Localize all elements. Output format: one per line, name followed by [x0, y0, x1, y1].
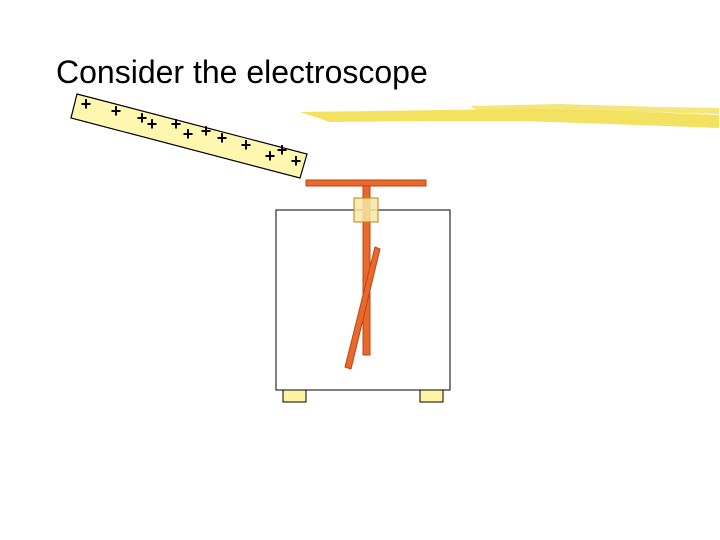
conductor-top-bar [305, 179, 427, 187]
charge-plus-3: + [147, 114, 158, 134]
deflected-leaf [344, 246, 381, 370]
title-highlight-stroke [300, 109, 719, 128]
case-foot-left [282, 389, 307, 403]
charge-plus-10: + [277, 140, 288, 160]
title-highlight-stroke-2 [470, 104, 719, 114]
charge-plus-4: + [171, 114, 182, 134]
case-foot-right [419, 389, 444, 403]
slide-title: Consider the electroscope [56, 54, 428, 90]
charge-plus-2: + [137, 108, 148, 128]
charge-plus-1: + [111, 101, 122, 121]
charge-plus-8: + [241, 135, 252, 155]
charge-plus-11: + [291, 151, 302, 171]
charge-plus-9: + [265, 146, 276, 166]
insulator-plug [353, 197, 379, 223]
charge-plus-6: + [201, 121, 212, 141]
charged-rod [70, 93, 308, 179]
charge-plus-5: + [183, 124, 194, 144]
charge-plus-0: + [81, 94, 92, 114]
charge-plus-7: + [217, 128, 228, 148]
rod-charges: ++++++++++++ [81, 94, 302, 171]
